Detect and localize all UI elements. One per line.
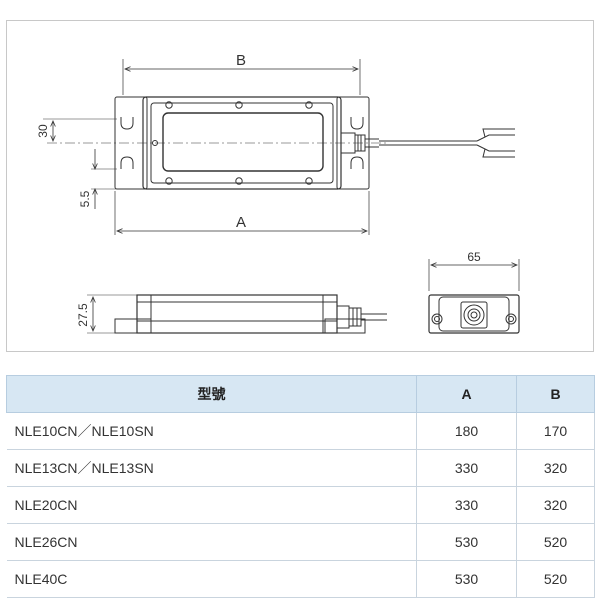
- end-gland-outer: [463, 304, 485, 326]
- technical-drawing-svg: B A 30 5.5 27.5: [36, 52, 520, 334]
- cell-model: NLE26CN: [6, 523, 417, 561]
- top-view: [43, 59, 515, 235]
- header-model: 型號: [6, 375, 417, 413]
- side-body: [136, 294, 338, 334]
- end-body: [428, 294, 520, 334]
- table-row: NLE26CN 530 520: [6, 523, 595, 561]
- header-a: A: [416, 375, 517, 413]
- screw-heads: [152, 101, 313, 185]
- lamp-window: [162, 112, 324, 172]
- table-row: NLE10CN／NLE10SN 180 170: [6, 412, 595, 450]
- dim-30-label: 30: [36, 124, 50, 138]
- cell-b: 520: [516, 523, 595, 561]
- end-right-hole: [505, 313, 517, 325]
- table-row: NLE13CN／NLE13SN 330 320: [6, 449, 595, 487]
- table-row: NLE20CN 330 320: [6, 486, 595, 524]
- cell-a: 330: [416, 449, 517, 487]
- dim-65-label: 65: [467, 250, 481, 264]
- dim-27-5-label: 27.5: [76, 303, 90, 327]
- cell-b: 320: [516, 486, 595, 524]
- header-b: B: [516, 375, 595, 413]
- end-view: [428, 259, 520, 334]
- table-header-row: 型號 A B: [6, 375, 595, 413]
- cell-a: 530: [416, 523, 517, 561]
- dim-b-label: B: [236, 52, 246, 69]
- cell-b: 320: [516, 449, 595, 487]
- spec-table: 型號 A B NLE10CN／NLE10SN 180 170 NLE13CN／N…: [6, 375, 595, 598]
- cell-a: 180: [416, 412, 517, 450]
- table-row: NLE40C 530 520: [6, 560, 595, 598]
- cell-model: NLE13CN／NLE13SN: [6, 449, 417, 487]
- cell-model: NLE20CN: [6, 486, 417, 524]
- cell-b: 520: [516, 560, 595, 598]
- dim-5-5-label: 5.5: [78, 190, 92, 207]
- cell-a: 530: [416, 560, 517, 598]
- side-view: [87, 294, 387, 334]
- cell-model: NLE10CN／NLE10SN: [6, 412, 417, 450]
- dimension-drawing: B A 30 5.5 27.5: [6, 20, 594, 352]
- side-right-foot: [324, 318, 366, 334]
- cell-b: 170: [516, 412, 595, 450]
- end-left-hole: [431, 313, 443, 325]
- side-cable-gland: [336, 305, 350, 329]
- dim-a-label: A: [236, 214, 246, 231]
- cell-model: NLE40C: [6, 560, 417, 598]
- cell-a: 330: [416, 486, 517, 524]
- end-gland-square: [460, 301, 488, 329]
